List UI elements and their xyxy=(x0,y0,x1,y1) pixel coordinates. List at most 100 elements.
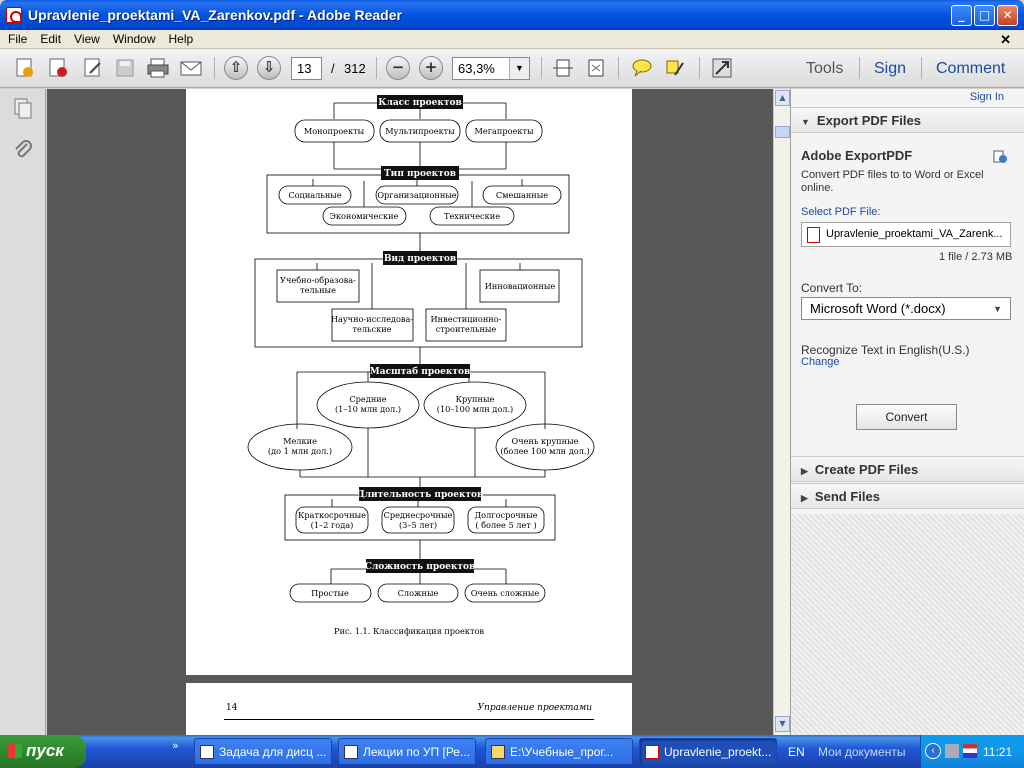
create-pdf-section-header[interactable]: ▶ Create PDF Files xyxy=(791,456,1024,482)
menu-view[interactable]: View xyxy=(74,32,100,46)
duration-item-line: Краткосрочные xyxy=(298,510,366,520)
export-title: Adobe ExportPDF xyxy=(801,148,913,163)
taskbar-item-label: Upravlenie_proekt... xyxy=(664,745,772,759)
zoom-out-button[interactable]: − xyxy=(386,56,410,80)
scroll-up-button[interactable]: ▲ xyxy=(775,90,790,106)
taskbar-item-explorer[interactable]: E:\Учебные_прог... xyxy=(485,738,633,765)
duration-item-line: (1–2 года) xyxy=(311,520,354,530)
export-info-icon[interactable] xyxy=(993,149,1008,164)
taskbar-item-word-doc[interactable]: Задача для дисц ... xyxy=(194,738,332,765)
export-pdf-section-header[interactable]: ▼Export PDF Files xyxy=(791,107,1024,133)
network-icon[interactable] xyxy=(945,744,959,758)
tray-expand-icon[interactable]: ‹ xyxy=(925,743,941,759)
print-icon[interactable] xyxy=(145,55,171,81)
scroll-down-button[interactable]: ▼ xyxy=(775,716,790,732)
export-description-line1: Convert PDF files to to Word or Excel xyxy=(801,169,984,181)
chevron-down-icon[interactable]: ▼ xyxy=(509,58,529,79)
change-language-link[interactable]: Change xyxy=(801,356,840,368)
header-project-class: Класс проектов xyxy=(378,98,461,108)
convert-button[interactable]: Convert xyxy=(856,404,957,430)
convert-to-select[interactable]: Microsoft Word (*.docx) ▼ xyxy=(801,297,1011,320)
page-number: 14 xyxy=(226,703,238,713)
menu-help[interactable]: Help xyxy=(168,32,194,46)
kind-item-line: строительные xyxy=(436,324,497,334)
menu-file[interactable]: File xyxy=(8,32,28,46)
fullscreen-icon[interactable] xyxy=(709,55,735,81)
save-icon[interactable] xyxy=(112,55,138,81)
start-button[interactable]: пуск xyxy=(0,735,86,768)
triangle-right-icon: ▶ xyxy=(801,466,808,476)
header-project-kind: Вид проектов xyxy=(384,254,456,264)
scale-item-line: (до 1 млн дол.) xyxy=(268,446,332,456)
zoom-level-select[interactable]: 63,3% ▼ xyxy=(452,57,530,80)
fit-width-icon[interactable] xyxy=(550,55,576,81)
close-document-icon[interactable]: ✕ xyxy=(1000,32,1011,47)
selected-file-field[interactable]: Upravlenie_proektami_VA_Zarenk... xyxy=(801,222,1011,247)
taskbar-item-label: Лекции по УП [Ре... xyxy=(363,745,470,759)
taskbar-item-label: Задача для дисц ... xyxy=(219,745,327,759)
page-thumbnails-icon[interactable] xyxy=(12,97,34,121)
taskbar-item-adobe-reader[interactable]: Upravlenie_proekt... xyxy=(639,738,777,765)
header-project-type: Тип проектов xyxy=(384,169,456,179)
clock[interactable]: 11:21 xyxy=(983,745,1013,759)
menu-window[interactable]: Window xyxy=(112,32,156,46)
create-pdf-icon[interactable] xyxy=(12,55,38,81)
my-documents-toolbar[interactable]: Мои документы xyxy=(818,745,906,759)
triangle-down-icon: ▼ xyxy=(801,117,810,127)
language-flag-icon[interactable] xyxy=(963,744,977,758)
scroll-thumb[interactable] xyxy=(775,126,790,138)
windows-logo-icon xyxy=(8,744,22,758)
create-pdf-header-label: Create PDF Files xyxy=(814,462,919,477)
edit-pdf-icon[interactable] xyxy=(80,55,106,81)
kind-item-line: Инвестиционно- xyxy=(431,314,502,324)
next-page-button[interactable]: ⇩ xyxy=(257,56,281,80)
tab-comment[interactable]: Comment xyxy=(936,60,1006,77)
create-pdf-from-file-icon[interactable] xyxy=(45,55,71,81)
quick-launch-chevron[interactable]: » xyxy=(172,739,179,752)
language-indicator[interactable]: EN xyxy=(788,745,805,759)
adobe-reader-app-icon xyxy=(6,7,22,23)
add-comment-icon[interactable] xyxy=(629,55,655,81)
system-tray: ‹ 11:21 xyxy=(920,735,1024,768)
select-pdf-label: Select PDF File: xyxy=(801,206,881,218)
page-separator: / xyxy=(331,61,335,76)
taskbar-item-lectures[interactable]: Лекции по УП [Ре... xyxy=(338,738,476,765)
tab-tools[interactable]: Tools xyxy=(806,60,844,77)
window-title-bar[interactable]: Upravlenie_proektami_VA_Zarenkov.pdf - A… xyxy=(0,0,1024,30)
duration-item-line: Среднесрочные xyxy=(384,510,453,520)
type-item: Организационные xyxy=(377,190,456,200)
email-icon[interactable] xyxy=(178,55,204,81)
document-view[interactable]: Класс проектов Тип проектов Вид проектов… xyxy=(47,89,773,735)
close-window-button[interactable]: ✕ xyxy=(997,5,1018,26)
menu-edit[interactable]: Edit xyxy=(40,32,62,46)
fit-page-icon[interactable] xyxy=(583,55,609,81)
convert-to-value: Microsoft Word (*.docx) xyxy=(810,301,946,316)
complexity-item: Сложные xyxy=(398,588,439,598)
adobe-reader-icon xyxy=(645,745,659,759)
header-project-scale: Масштаб проектов xyxy=(370,366,470,377)
highlight-text-icon[interactable] xyxy=(662,55,688,81)
page-number-input[interactable]: 13 xyxy=(291,57,322,80)
chevron-down-icon: ▼ xyxy=(993,304,1002,314)
attachments-icon[interactable] xyxy=(12,139,34,163)
zoom-in-button[interactable]: + xyxy=(419,56,443,80)
kind-item-line: тельские xyxy=(352,324,391,334)
scale-item-line: Крупные xyxy=(456,394,495,404)
export-description-line2: online. xyxy=(801,182,834,194)
figure-caption: Рис. 1.1. Классификация проектов xyxy=(334,626,484,636)
recognize-text-label: Recognize Text in English(U.S.) xyxy=(801,343,970,357)
scale-item-line: Средние xyxy=(349,394,386,404)
minimize-button[interactable]: _ xyxy=(951,5,972,26)
previous-page-button[interactable]: ⇧ xyxy=(224,56,248,80)
maximize-button[interactable]: □ xyxy=(974,5,995,26)
running-title: Управление проектами xyxy=(477,703,592,713)
send-files-section-header[interactable]: ▶Send Files xyxy=(791,483,1024,509)
tools-pane: Sign In ▼Export PDF Files Adobe ExportPD… xyxy=(790,89,1024,735)
type-item: Смешанные xyxy=(496,190,548,200)
sign-in-link[interactable]: Sign In xyxy=(969,91,1004,103)
file-info: 1 file / 2.73 MB xyxy=(939,251,1013,263)
class-item: Мегапроекты xyxy=(474,126,534,136)
convert-to-label: Convert To: xyxy=(801,281,863,295)
tab-sign[interactable]: Sign xyxy=(874,60,907,77)
vertical-scrollbar[interactable]: ▲ ▼ xyxy=(773,89,790,735)
